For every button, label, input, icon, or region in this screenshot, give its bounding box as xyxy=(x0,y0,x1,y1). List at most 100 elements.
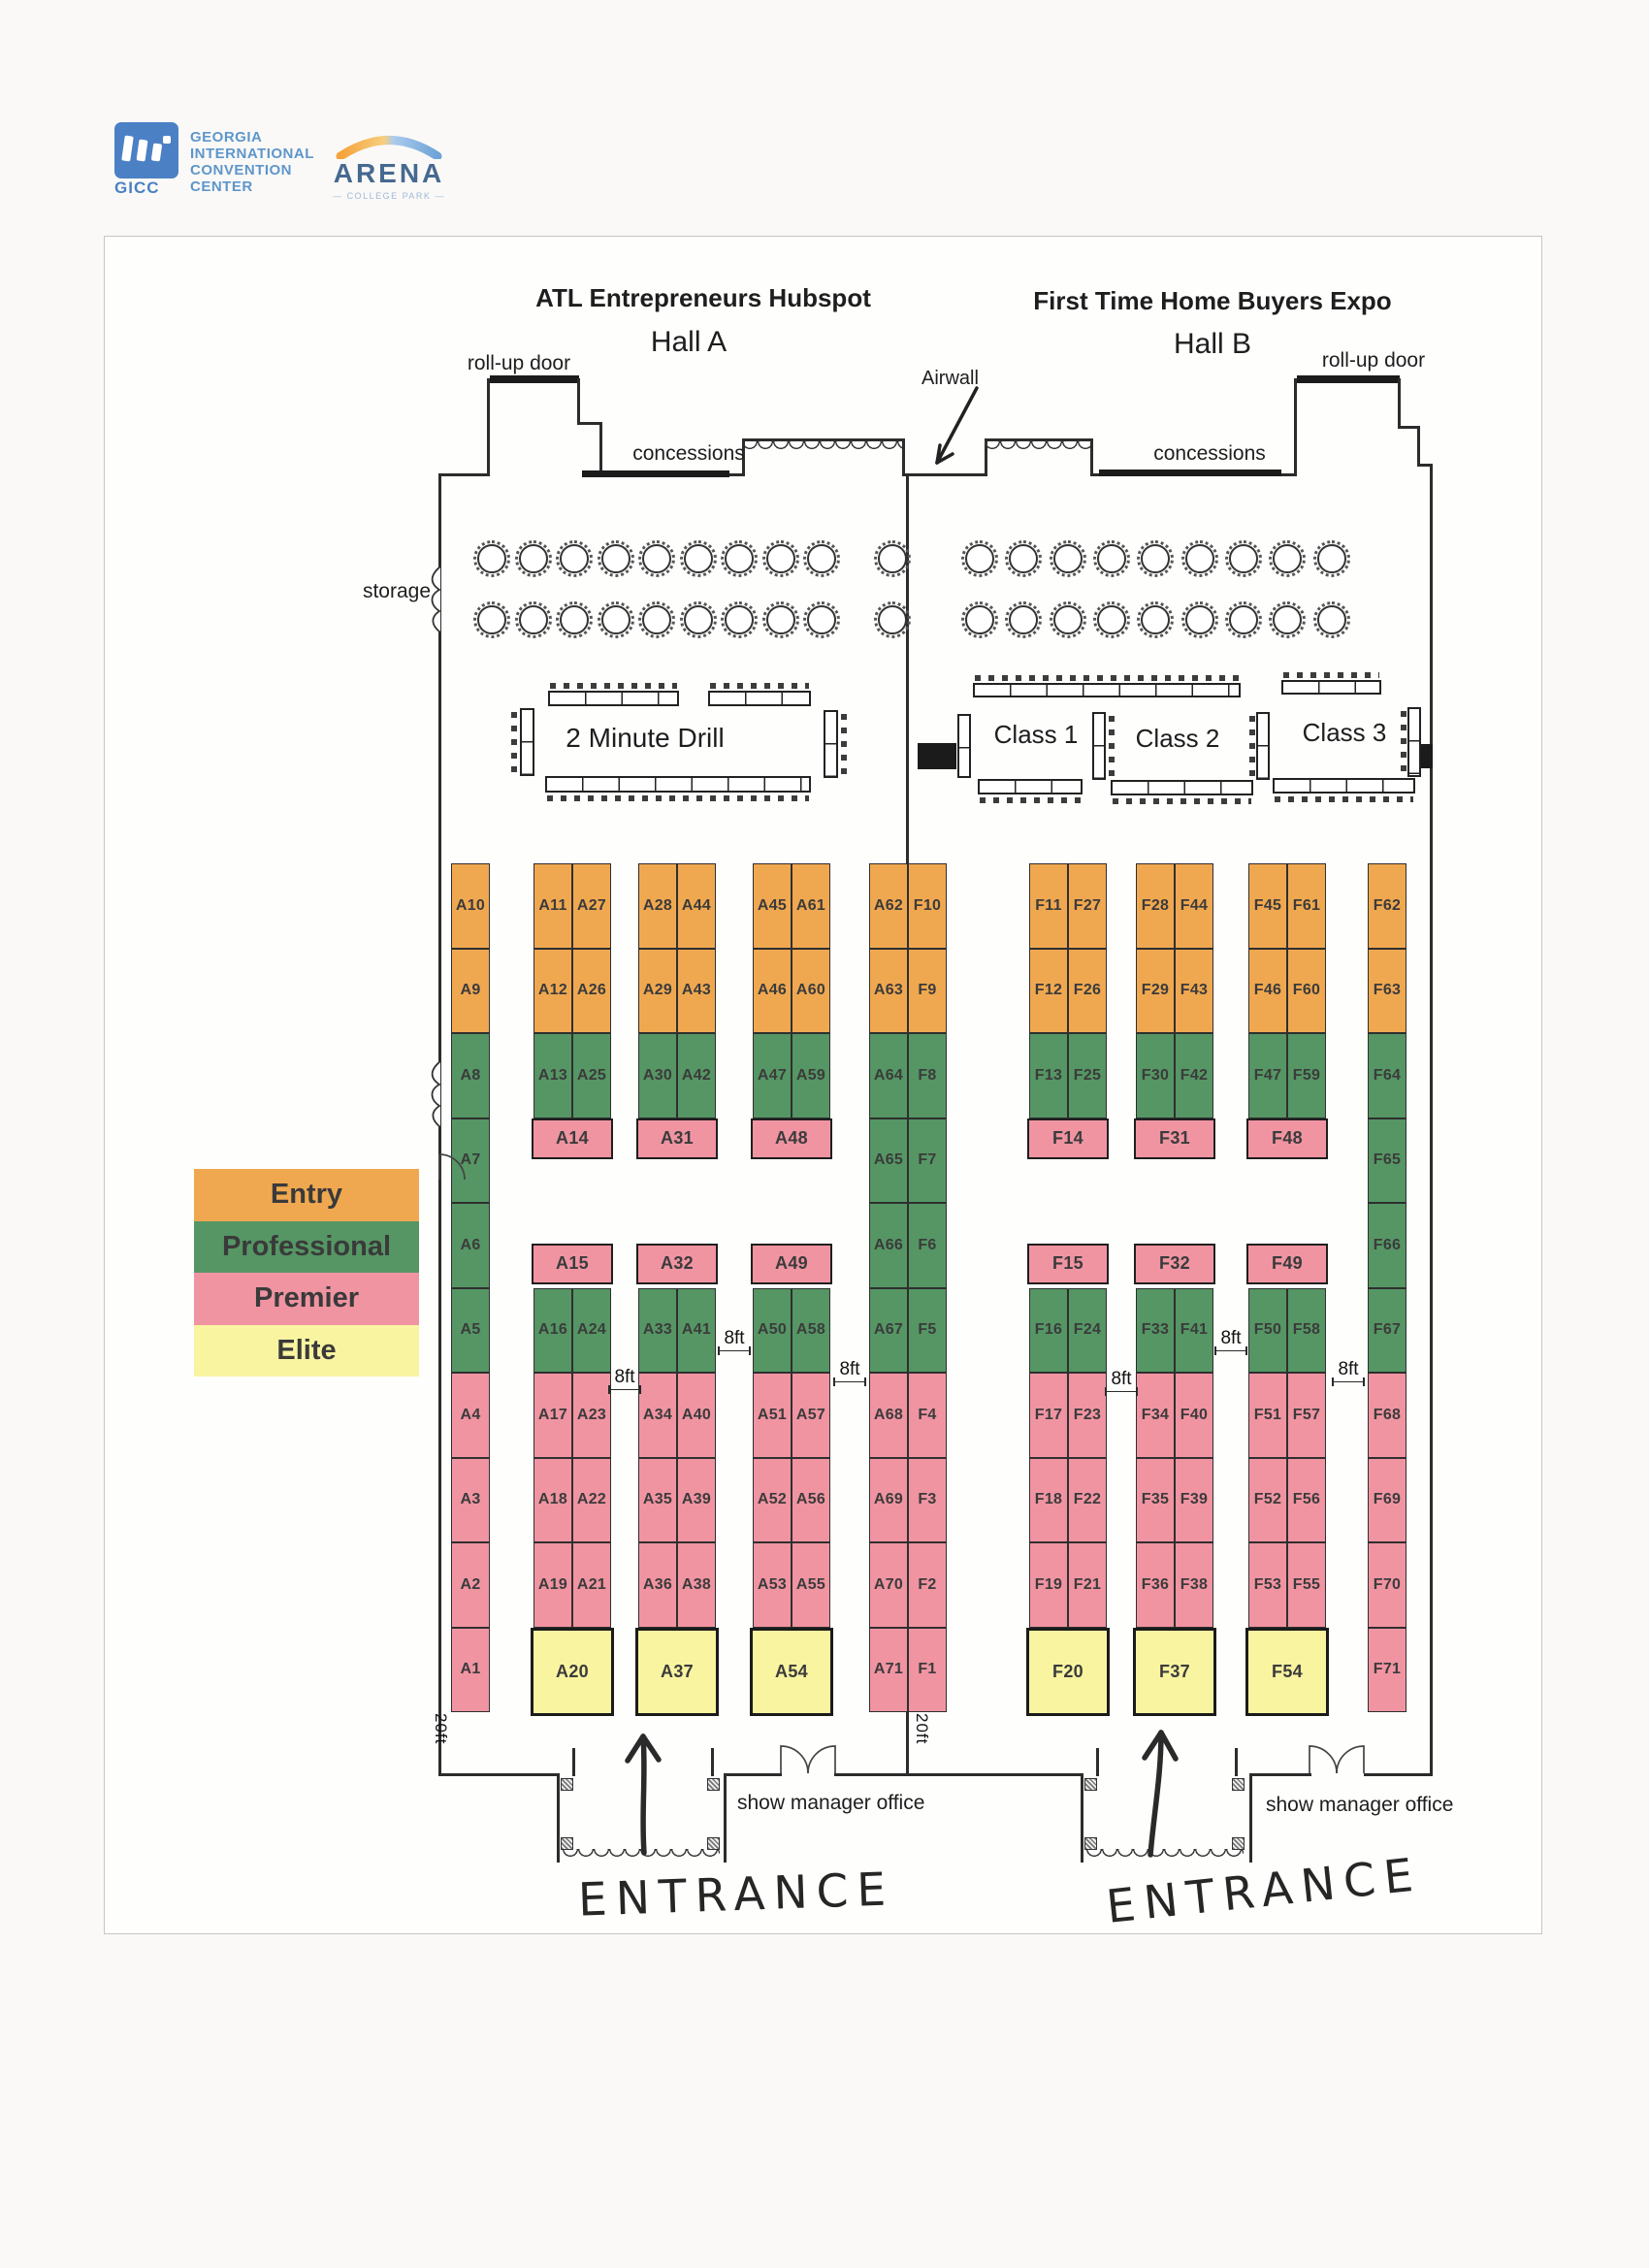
booth-A8: A8 xyxy=(451,1033,490,1118)
booth-F25: F25 xyxy=(1068,1033,1107,1118)
chairs xyxy=(710,683,809,689)
round-table xyxy=(598,601,634,638)
booth-F60: F60 xyxy=(1287,948,1326,1033)
booth-F36: F36 xyxy=(1136,1542,1175,1628)
round-table xyxy=(680,601,717,638)
vestibule-column xyxy=(1084,1837,1097,1850)
booth-F37: F37 xyxy=(1133,1627,1216,1716)
round-table xyxy=(874,540,911,577)
gicc-line: INTERNATIONAL xyxy=(190,146,314,162)
round-table xyxy=(1313,601,1350,638)
booth-F48: F48 xyxy=(1246,1118,1328,1159)
booth-A51: A51 xyxy=(753,1373,792,1458)
round-table xyxy=(1181,540,1218,577)
concessions-counter-right xyxy=(1099,470,1281,476)
booth-F67: F67 xyxy=(1368,1287,1406,1373)
round-table xyxy=(1005,540,1042,577)
table xyxy=(1273,778,1415,794)
chairs xyxy=(511,712,517,772)
round-table xyxy=(1005,601,1042,638)
booth-F20: F20 xyxy=(1026,1627,1110,1716)
booth-A67: A67 xyxy=(869,1287,908,1373)
arena-name: ARENA xyxy=(333,158,445,188)
wall-bottom xyxy=(726,1773,782,1776)
chairs xyxy=(1109,716,1115,776)
room-label-class-3: Class 3 xyxy=(1302,718,1387,747)
chairs xyxy=(975,675,1239,681)
booth-F26: F26 xyxy=(1068,948,1107,1033)
airwall-label: Airwall xyxy=(922,368,979,389)
round-table xyxy=(874,601,911,638)
booth-A15: A15 xyxy=(532,1243,613,1284)
booth-A25: A25 xyxy=(572,1033,611,1118)
round-table xyxy=(473,540,510,577)
wall xyxy=(1398,426,1419,429)
booth-F27: F27 xyxy=(1068,863,1107,949)
wall xyxy=(1398,378,1401,429)
booth-A40: A40 xyxy=(677,1373,716,1458)
booth-F59: F59 xyxy=(1287,1033,1326,1118)
booth-A17: A17 xyxy=(534,1373,572,1458)
legend-item-premier: Premier xyxy=(194,1273,419,1325)
chairs xyxy=(841,714,847,774)
booth-A37: A37 xyxy=(635,1627,719,1716)
booth-A30: A30 xyxy=(638,1033,677,1118)
chairs xyxy=(1283,672,1379,678)
vestibule-wall xyxy=(711,1748,714,1776)
booth-F52: F52 xyxy=(1248,1457,1287,1542)
dim-20ft-center: 20ft xyxy=(913,1713,931,1745)
table xyxy=(1407,707,1421,777)
booth-A22: A22 xyxy=(572,1457,611,1542)
vestibule-wall xyxy=(572,1748,575,1776)
booth-A58: A58 xyxy=(792,1287,830,1373)
booth-A29: A29 xyxy=(638,948,677,1033)
booth-F17: F17 xyxy=(1029,1373,1068,1458)
booth-A38: A38 xyxy=(677,1542,716,1628)
table xyxy=(1111,780,1253,795)
wall xyxy=(577,422,602,425)
operable-wall-left xyxy=(742,441,905,454)
booth-F21: F21 xyxy=(1068,1542,1107,1628)
booth-F70: F70 xyxy=(1368,1542,1406,1628)
wall-bottom xyxy=(1364,1773,1433,1776)
booth-F40: F40 xyxy=(1175,1373,1213,1458)
round-table xyxy=(1137,601,1174,638)
arena-subtitle: COLLEGE PARK xyxy=(326,191,452,201)
vestibule-wall xyxy=(1235,1748,1238,1776)
wall xyxy=(577,378,580,425)
round-table xyxy=(1093,540,1130,577)
booth-F23: F23 xyxy=(1068,1373,1107,1458)
booth-F16: F16 xyxy=(1029,1287,1068,1373)
booth-F45: F45 xyxy=(1248,863,1287,949)
round-table xyxy=(721,601,758,638)
booth-A34: A34 xyxy=(638,1373,677,1458)
roll-up-door-right xyxy=(1297,375,1400,383)
dim-8ft: 8ft xyxy=(1210,1329,1252,1356)
vestibule-wall xyxy=(724,1773,727,1863)
show-manager-office-label-a: show manager office xyxy=(737,1792,925,1814)
storage-label: storage xyxy=(362,580,431,602)
wall xyxy=(1090,438,1093,476)
booth-A10: A10 xyxy=(451,863,490,949)
wall-bottom xyxy=(834,1773,1083,1776)
room-label-class-1: Class 1 xyxy=(993,720,1079,749)
booth-F65: F65 xyxy=(1368,1118,1406,1203)
arena-logo: ARENA COLLEGE PARK xyxy=(326,120,452,201)
hall-a-title: Hall A xyxy=(650,326,728,358)
arena-arc-icon xyxy=(336,136,442,161)
wall-bottom xyxy=(438,1773,559,1776)
wall xyxy=(985,438,1093,441)
booth-F5: F5 xyxy=(908,1287,947,1373)
gicc-acronym: GICC xyxy=(114,178,160,197)
booth-F71: F71 xyxy=(1368,1627,1406,1712)
booth-A33: A33 xyxy=(638,1287,677,1373)
booth-A6: A6 xyxy=(451,1203,490,1288)
round-table xyxy=(638,601,675,638)
vestibule-column xyxy=(561,1837,573,1850)
vestibule-column xyxy=(1084,1778,1097,1791)
booth-A64: A64 xyxy=(869,1033,908,1118)
round-table xyxy=(1050,601,1086,638)
vestibule-column xyxy=(1232,1837,1245,1850)
table xyxy=(957,714,971,778)
